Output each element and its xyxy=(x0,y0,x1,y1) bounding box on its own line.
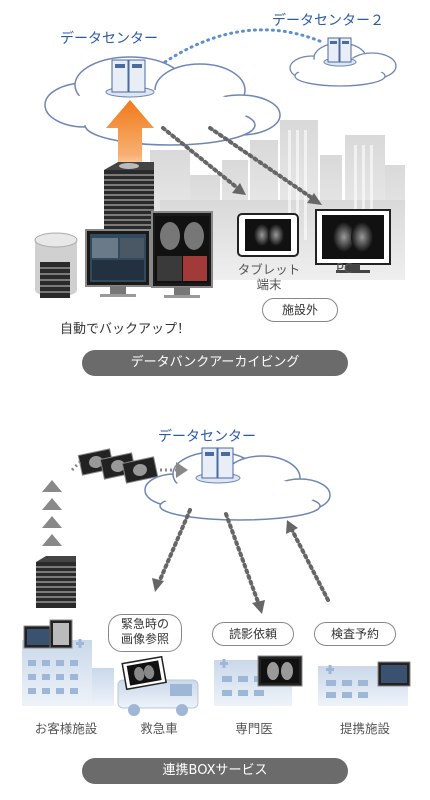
reading-request-bubble: 読影依頼 xyxy=(212,622,294,646)
film-stack-illustration xyxy=(104,162,154,232)
tablet-label-line2: 端末 xyxy=(256,277,282,292)
emergency-reference-bubble: 緊急時の 画像参照 xyxy=(108,614,182,652)
specialist-label: 専門医 xyxy=(235,721,273,736)
datacenter-label: データセンター xyxy=(158,429,256,445)
tablet-label-line1: タブレット xyxy=(237,262,301,277)
link-box-service-banner: 連携BOXサービス xyxy=(82,758,348,784)
customer-facility-illustration xyxy=(22,619,114,706)
upload-triangles-icon xyxy=(42,480,62,546)
datacenter-label: データセンター xyxy=(60,31,158,47)
ambulance-label: 救急車 xyxy=(140,721,178,736)
data-bank-archiving-banner: データバンクアーカイビング xyxy=(82,350,348,376)
film-stack-illustration xyxy=(36,556,76,608)
customer-facility-label: お客様施設 xyxy=(34,721,98,736)
emergency-line1: 緊急時の xyxy=(120,617,169,631)
medical-monitor-illustration xyxy=(85,211,213,298)
emergency-line2: 画像参照 xyxy=(120,632,169,646)
exam-booking-bubble: 検査予約 xyxy=(314,622,396,646)
film-transfer-illustration xyxy=(70,448,188,484)
pc-label: PC xyxy=(336,262,353,277)
tablet-illustration xyxy=(237,213,299,257)
database-icon xyxy=(34,232,78,298)
tablet-label: タブレット 端末 xyxy=(236,262,302,292)
ambulance-illustration xyxy=(117,655,199,716)
server-icon xyxy=(195,447,241,484)
auto-backup-label: 自動でバックアップ！ xyxy=(60,322,191,337)
offsite-badge: 施設外 xyxy=(262,298,338,322)
server-icon xyxy=(323,37,357,67)
datacenter2-label: データセンター２ xyxy=(272,13,384,29)
partner-facility-label: 提携施設 xyxy=(339,721,390,736)
specialist-clinic-illustration xyxy=(214,655,303,706)
server-icon xyxy=(105,59,155,98)
partner-facility-illustration xyxy=(318,661,411,706)
pc-monitor-illustration xyxy=(315,209,391,273)
